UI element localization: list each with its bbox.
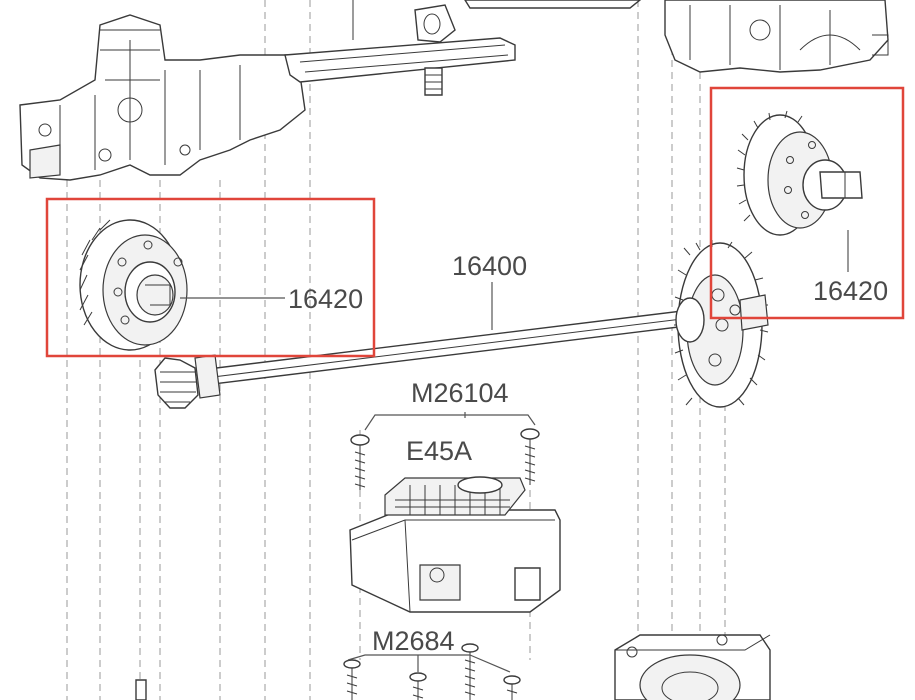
- label-esc: E45A: [406, 436, 472, 466]
- label-screws-top: M26104: [411, 378, 509, 408]
- label-shaft: 16400: [452, 251, 527, 281]
- differential-gear-icon: [736, 110, 863, 236]
- chassis-brace: [284, 0, 642, 96]
- label-gear-right: 16420: [813, 276, 888, 306]
- gearbox-housing-left: [19, 14, 306, 181]
- screw-icon: [503, 675, 521, 700]
- screw-icon: [520, 428, 540, 485]
- highlight-box-left: [45, 197, 376, 358]
- label-screws-bottom: M2684: [372, 626, 455, 656]
- screw-icon: [409, 672, 427, 700]
- spur-gear-icon: [674, 240, 769, 408]
- screw-icon: [461, 643, 479, 700]
- pin-icon: [135, 679, 147, 700]
- highlight-box-right: [709, 86, 905, 320]
- pinion-gear-icon: [154, 357, 199, 409]
- gearbox-housing-right: [664, 0, 889, 73]
- cooling-fan-icon: [614, 634, 771, 700]
- esc-icon: [349, 476, 561, 613]
- screw-icon: [343, 659, 361, 700]
- differential-gear-icon: [79, 219, 188, 351]
- label-gear-left: 16420: [288, 284, 363, 314]
- leader-lines: [180, 230, 849, 673]
- screw-icon: [350, 434, 370, 490]
